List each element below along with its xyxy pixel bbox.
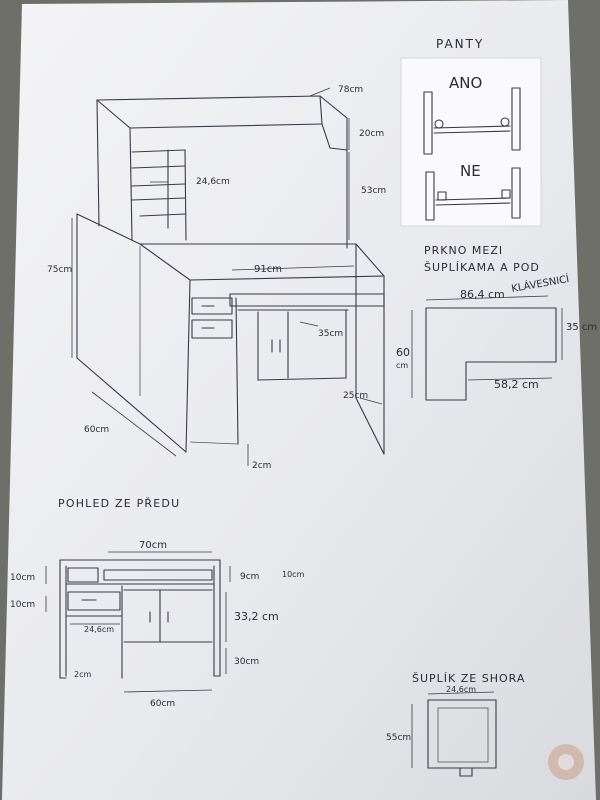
board-height-left-unit: cm: [396, 361, 408, 370]
front-right-gap2: 10cm: [282, 570, 305, 579]
drawer-width: 24,6cm: [446, 685, 476, 694]
front-right-height: 33,2 cm: [234, 610, 279, 623]
hinge-bad-diagram: [425, 167, 521, 221]
dim-35cm: 35cm: [318, 329, 343, 339]
front-top-width: 70cm: [139, 540, 167, 551]
dim-53cm: 53cm: [361, 186, 386, 196]
hinges-title: PANTY: [436, 37, 484, 51]
board-sketch: PRKNO MEZI ŠUPLÍKAMA A POD KLÁVESNICÍ 86…: [396, 244, 597, 401]
front-right-gap: 9cm: [240, 572, 259, 582]
hinge-good-diagram: [423, 87, 521, 155]
front-left-mid: 10cm: [10, 600, 35, 610]
dim-2cm: 2cm: [252, 461, 271, 471]
dim-60cm: 60cm: [84, 425, 109, 435]
drawer-title: ŠUPLÍK ZE SHORA: [412, 672, 525, 685]
front-left-top: 10cm: [10, 573, 35, 583]
board-title-1: PRKNO MEZI: [424, 244, 503, 257]
front-drawer-width: 24,6cm: [84, 625, 114, 634]
hinges-yes-label: ANO: [449, 74, 482, 92]
front-bottom-width: 60cm: [150, 699, 175, 709]
hinges-card: PANTY ANO NE: [400, 37, 542, 227]
board-width: 86,4 cm: [460, 288, 505, 301]
dim-78cm: 78cm: [338, 85, 363, 95]
dim-20cm: 20cm: [359, 129, 384, 139]
watermark-logo: [548, 744, 584, 780]
board-title-2: ŠUPLÍKAMA A POD: [424, 261, 540, 274]
front-bottom-left: 2cm: [74, 670, 91, 679]
board-outline: [425, 307, 557, 401]
hinges-no-label: NE: [460, 162, 481, 180]
dim-25cm: 25cm: [343, 391, 368, 401]
dim-24-6cm: 24,6cm: [196, 177, 230, 187]
dim-75cm: 75cm: [47, 265, 72, 275]
front-view-sketch: POHLED ZE PŘEDU 70cm 10cm 10: [10, 497, 305, 709]
front-bottom-right: 30cm: [234, 657, 259, 667]
board-bottom: 58,2 cm: [494, 378, 539, 391]
board-height-right: 35 cm: [566, 322, 597, 333]
drawer-depth: 55cm: [386, 733, 411, 743]
drawer-top-sketch: ŠUPLÍK ZE SHORA 24,6cm 55cm: [386, 672, 525, 777]
dim-91cm: 91cm: [254, 264, 282, 275]
front-view-title: POHLED ZE PŘEDU: [58, 497, 180, 510]
board-height-left: 60: [396, 346, 410, 359]
desk-3d-sketch: 78cm 20cm 53cm 24,6cm 75cm 91cm 35cm 25c…: [47, 85, 386, 471]
